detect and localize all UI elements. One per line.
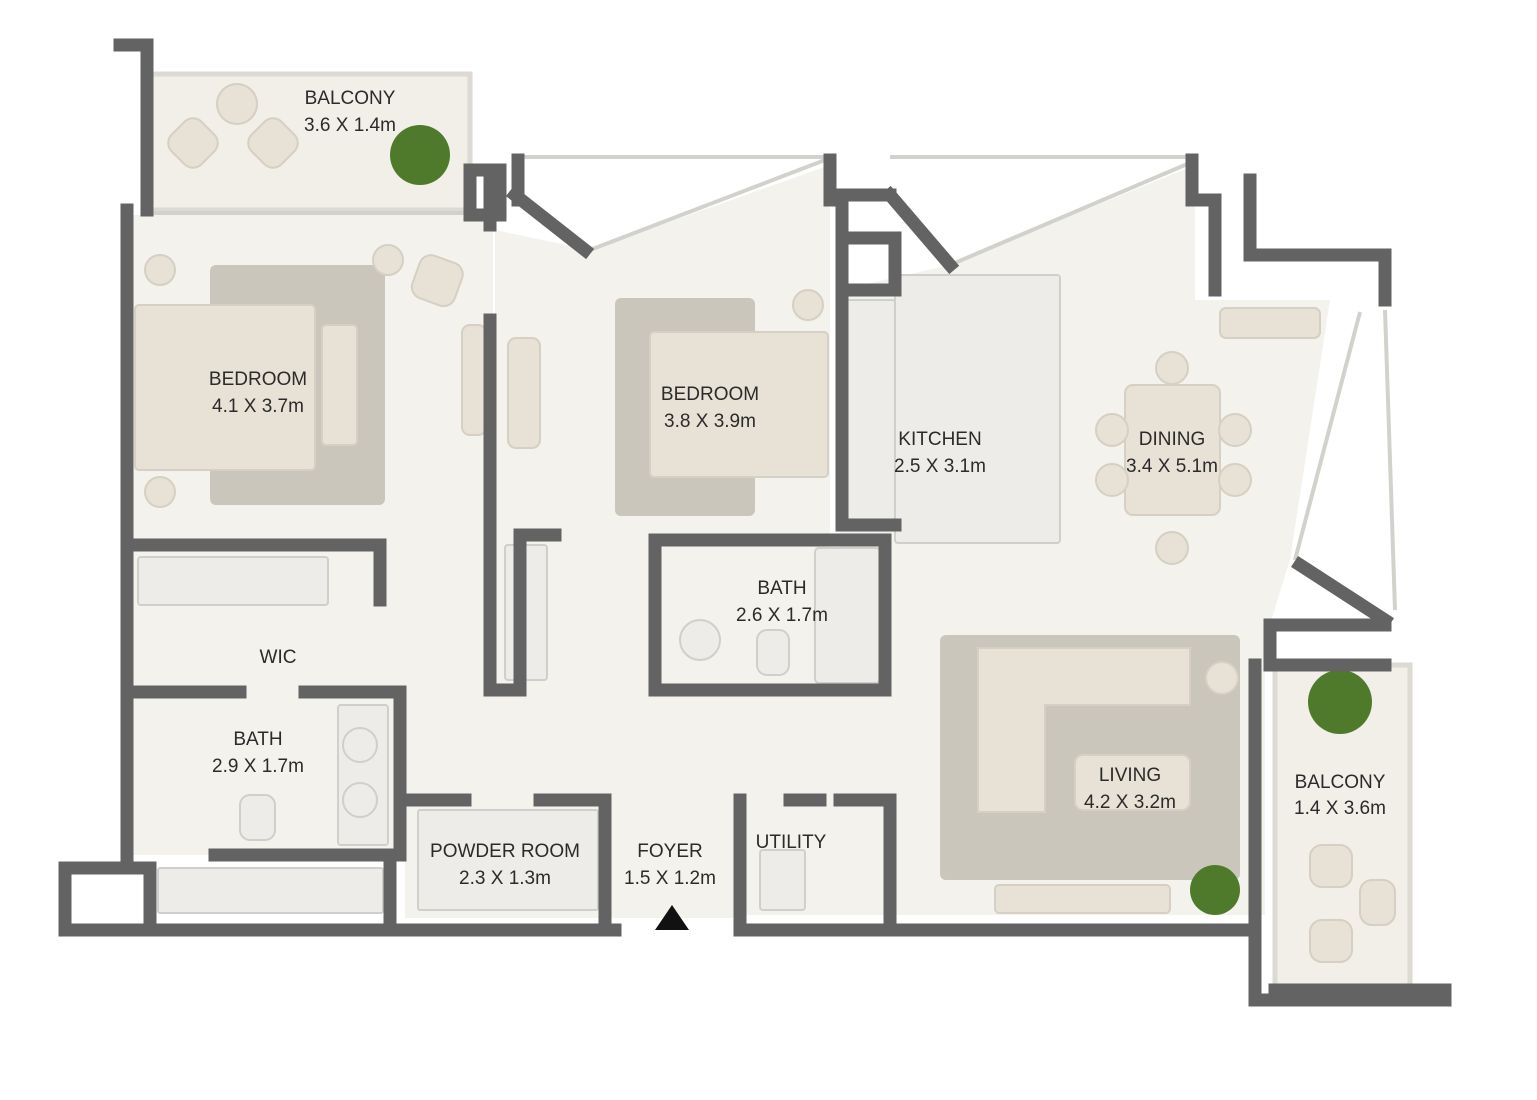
room-name: WIC: [260, 647, 297, 668]
furniture: [134, 83, 1396, 963]
room-size: 3.8 X 3.9m: [664, 411, 756, 432]
room-name: POWDER ROOM: [430, 841, 580, 862]
plant-icon: [390, 125, 450, 185]
room-size: 2.5 X 3.1m: [894, 456, 986, 477]
room-size: 4.1 X 3.7m: [212, 396, 304, 417]
room-name: BATH: [757, 578, 806, 599]
bed: [649, 331, 829, 478]
room-size: 2.9 X 1.7m: [212, 756, 304, 777]
room-name: FOYER: [637, 841, 702, 862]
room-size: 1.4 X 3.6m: [1294, 798, 1386, 819]
room-size: 2.3 X 1.3m: [459, 868, 551, 889]
room-labels: BALCONY 3.6 X 1.4m BEDROOM 4.1 X 3.7m BE…: [209, 88, 1386, 889]
windows: [150, 155, 1397, 611]
room-name: KITCHEN: [898, 429, 981, 450]
room-name: DINING: [1139, 429, 1206, 450]
room-name: BEDROOM: [209, 369, 307, 390]
room-size: 1.5 X 1.2m: [624, 868, 716, 889]
room-size: 2.6 X 1.7m: [736, 605, 828, 626]
sofa: [977, 647, 1191, 813]
room-name: BALCONY: [1295, 772, 1386, 793]
room-size: 3.4 X 5.1m: [1126, 456, 1218, 477]
bed: [134, 304, 316, 471]
plant-icon: [1308, 670, 1372, 734]
room-name: LIVING: [1099, 765, 1161, 786]
plant-icon: [1190, 865, 1240, 915]
entrance-arrow-icon: [655, 905, 689, 930]
room-name: BATH: [233, 729, 282, 750]
dining-table: [1124, 384, 1221, 516]
room-size: 3.6 X 1.4m: [304, 115, 396, 136]
kitchen-counter: [894, 274, 1061, 544]
room-name: BALCONY: [305, 88, 396, 109]
room-size: 4.2 X 3.2m: [1084, 792, 1176, 813]
walls: [58, 38, 1452, 1007]
room-name: BEDROOM: [661, 384, 759, 405]
room-name: UTILITY: [756, 832, 827, 853]
